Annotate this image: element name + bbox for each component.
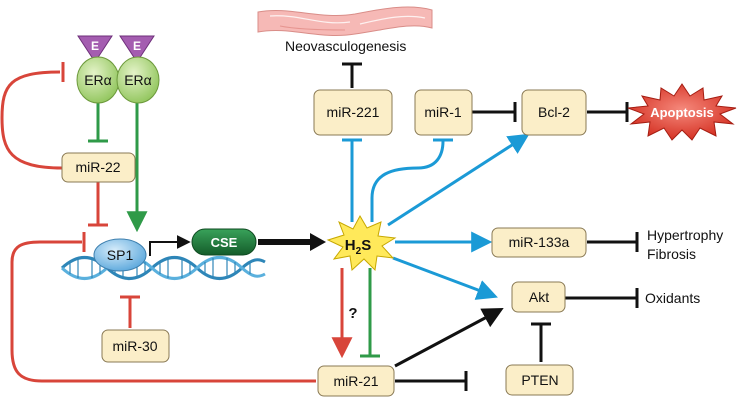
estrogen-left-label: E — [91, 39, 99, 53]
estrogen-right-icon: E — [119, 35, 155, 63]
mir21-node: miR-21 — [317, 365, 395, 397]
h2s-label-s: S — [361, 237, 371, 254]
er-alpha-right-node: ERα — [116, 56, 160, 104]
bcl2-label: Bcl-2 — [538, 104, 570, 120]
mir22-node: miR-22 — [61, 152, 136, 183]
h2s-label-sub: 2 — [356, 246, 362, 257]
mir1-label: miR-1 — [424, 104, 462, 120]
edge-sp1-activates-cse — [149, 235, 191, 256]
dna-helix-icon — [60, 256, 266, 280]
edges — [0, 62, 639, 391]
edge-h2s-activates-akt — [392, 256, 498, 300]
uncertain-question-mark: ? — [348, 305, 357, 322]
h2s-label: H2S — [345, 237, 371, 257]
estrogen-right-label: E — [133, 39, 141, 53]
edge-h2s-inhibits-mir1 — [370, 140, 445, 222]
edge-mir21-activates-akt — [394, 308, 504, 368]
pten-node: PTEN — [505, 364, 574, 396]
hypertrophy-label: Hypertrophy — [647, 227, 723, 243]
pten-label: PTEN — [521, 372, 558, 388]
mir21-label: miR-21 — [333, 373, 378, 389]
akt-label: Akt — [529, 289, 549, 305]
akt-node: Akt — [511, 281, 566, 313]
mir1-node: miR-1 — [414, 89, 473, 136]
apoptosis-node: Apoptosis — [627, 83, 737, 141]
fibrosis-label: Fibrosis — [647, 246, 696, 262]
er-alpha-left-node: ERα — [76, 56, 120, 104]
mir30-node: miR-30 — [101, 329, 170, 363]
mir221-label: miR-221 — [327, 104, 380, 120]
mir221-node: miR-221 — [313, 89, 393, 136]
cse-node: CSE — [191, 228, 257, 256]
mir133a-label: miR-133a — [509, 234, 570, 250]
edge-mir22-inhibits-er — [0, 70, 63, 170]
mir22-label: miR-22 — [75, 159, 120, 175]
h2s-node: H2S — [326, 214, 397, 272]
edge-mir21-inhibits-sp1 — [10, 240, 316, 383]
sp1-node: SP1 — [93, 238, 147, 272]
apoptosis-label: Apoptosis — [650, 105, 714, 120]
sp1-label: SP1 — [107, 247, 134, 263]
h2s-label-h: H — [345, 237, 356, 254]
edge-cse-activates-h2s-head — [310, 233, 326, 251]
oxidants-label: Oxidants — [645, 290, 700, 306]
edge-h2s-activates-bcl2 — [387, 133, 530, 227]
mir133a-node: miR-133a — [491, 227, 587, 258]
estrogen-left-icon: E — [77, 35, 113, 63]
er-alpha-left-label: ERα — [84, 72, 112, 88]
mir30-label: miR-30 — [112, 338, 157, 354]
bcl2-node: Bcl-2 — [521, 89, 587, 136]
blood-vessel-icon — [257, 6, 433, 37]
cse-label: CSE — [211, 235, 238, 250]
neovasculogenesis-label: Neovasculogenesis — [285, 38, 406, 54]
er-alpha-right-label: ERα — [124, 72, 152, 88]
